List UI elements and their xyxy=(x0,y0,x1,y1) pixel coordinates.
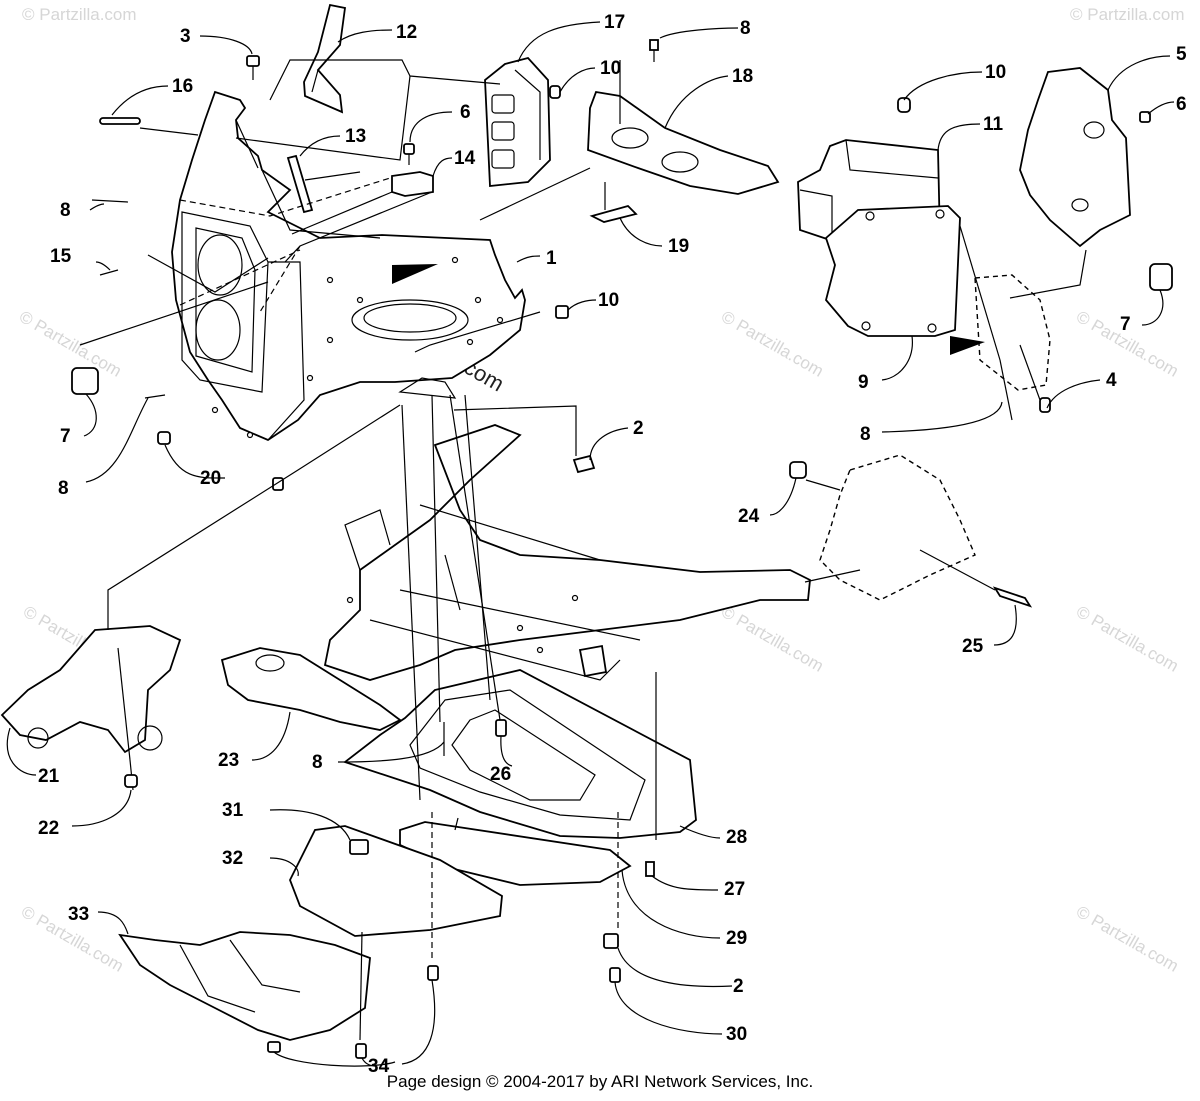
callout-2[interactable]: 2 xyxy=(633,418,644,439)
callout-28[interactable]: 28 xyxy=(726,827,747,848)
callout-27[interactable]: 27 xyxy=(724,879,745,900)
part-18-plate xyxy=(587,90,780,195)
part-1-front-bulkhead xyxy=(171,90,526,442)
callout-3[interactable]: 3 xyxy=(180,26,191,47)
callout-12[interactable]: 12 xyxy=(396,22,417,43)
callout-1[interactable]: 1 xyxy=(546,248,557,269)
part-23-bracket xyxy=(220,647,402,731)
watermark: © Partzilla.com xyxy=(16,307,125,381)
watermark: © Partzilla.com xyxy=(718,307,827,381)
callout-32[interactable]: 32 xyxy=(222,848,243,869)
callout-19[interactable]: 19 xyxy=(668,236,689,257)
callout-14[interactable]: 14 xyxy=(454,148,476,169)
callout-26[interactable]: 26 xyxy=(490,764,511,785)
callout-21[interactable]: 21 xyxy=(38,766,60,787)
callout-7[interactable]: 7 xyxy=(60,426,71,447)
callout-8[interactable]: 8 xyxy=(58,478,69,499)
callout-10[interactable]: 10 xyxy=(985,62,1006,83)
part-19-clip xyxy=(589,204,638,223)
callouts: 1 2 2 3 4 5 6 6 7 7 8 8 8 xyxy=(6,12,1187,1077)
part-13-strip xyxy=(286,154,314,214)
part-12-bracket xyxy=(303,3,347,114)
leader-lines xyxy=(79,59,1087,1041)
callout-29[interactable]: 29 xyxy=(726,928,747,949)
callout-10[interactable]: 10 xyxy=(598,290,619,311)
chassis-frame xyxy=(323,424,811,681)
callout-23[interactable]: 23 xyxy=(218,750,239,771)
watermark: © Partzilla.com xyxy=(22,5,137,24)
part-21-mount xyxy=(0,625,182,754)
callout-31[interactable]: 31 xyxy=(222,800,244,821)
callout-30[interactable]: 30 xyxy=(726,1024,747,1045)
part-5-bracket xyxy=(1019,67,1131,248)
callout-22[interactable]: 22 xyxy=(38,818,59,839)
watermark: © Partzilla.com xyxy=(1073,902,1182,976)
callout-8[interactable]: 8 xyxy=(312,752,323,773)
callout-8[interactable]: 8 xyxy=(860,424,871,445)
callout-13[interactable]: 13 xyxy=(345,126,366,147)
callout-15[interactable]: 15 xyxy=(50,246,72,267)
bracket-ghost xyxy=(974,274,1051,391)
callout-16[interactable]: 16 xyxy=(172,76,193,97)
callout-6[interactable]: 6 xyxy=(460,102,471,123)
footer-copyright: Page design © 2004-2017 by ARI Network S… xyxy=(386,1072,814,1091)
callout-20[interactable]: 20 xyxy=(200,468,221,489)
watermark: © Partzilla.com xyxy=(718,602,827,676)
callout-24[interactable]: 24 xyxy=(738,506,760,527)
watermark: © Partzilla.com xyxy=(1070,5,1185,24)
arrow-indicator-right xyxy=(950,336,985,355)
callout-6[interactable]: 6 xyxy=(1176,94,1187,115)
callout-5[interactable]: 5 xyxy=(1176,44,1187,65)
callout-2[interactable]: 2 xyxy=(733,976,744,997)
callout-9[interactable]: 9 xyxy=(858,372,869,393)
part-17-vent xyxy=(484,56,551,187)
callout-34[interactable]: 34 xyxy=(368,1056,390,1077)
part-drawings xyxy=(0,3,1173,1059)
arrow-indicator xyxy=(392,264,438,284)
hardware xyxy=(71,39,1173,1059)
callout-10[interactable]: 10 xyxy=(600,58,621,79)
part-32-panel xyxy=(289,825,503,937)
part-14-bracket xyxy=(391,171,434,197)
callout-17[interactable]: 17 xyxy=(604,12,625,33)
callout-8[interactable]: 8 xyxy=(740,18,751,39)
frame-ghost xyxy=(819,454,976,601)
watermark: © Partzilla.com xyxy=(1073,602,1182,676)
callout-25[interactable]: 25 xyxy=(962,636,984,657)
part-9-cover xyxy=(824,205,961,337)
callout-4[interactable]: 4 xyxy=(1106,370,1117,391)
part-28-skid-plate xyxy=(343,669,697,839)
callout-18[interactable]: 18 xyxy=(732,66,753,87)
callout-8[interactable]: 8 xyxy=(60,200,71,221)
callout-7[interactable]: 7 xyxy=(1120,314,1131,335)
callout-11[interactable]: 11 xyxy=(983,114,1004,135)
part-33-guard xyxy=(118,931,371,1041)
callout-33[interactable]: 33 xyxy=(68,904,89,925)
